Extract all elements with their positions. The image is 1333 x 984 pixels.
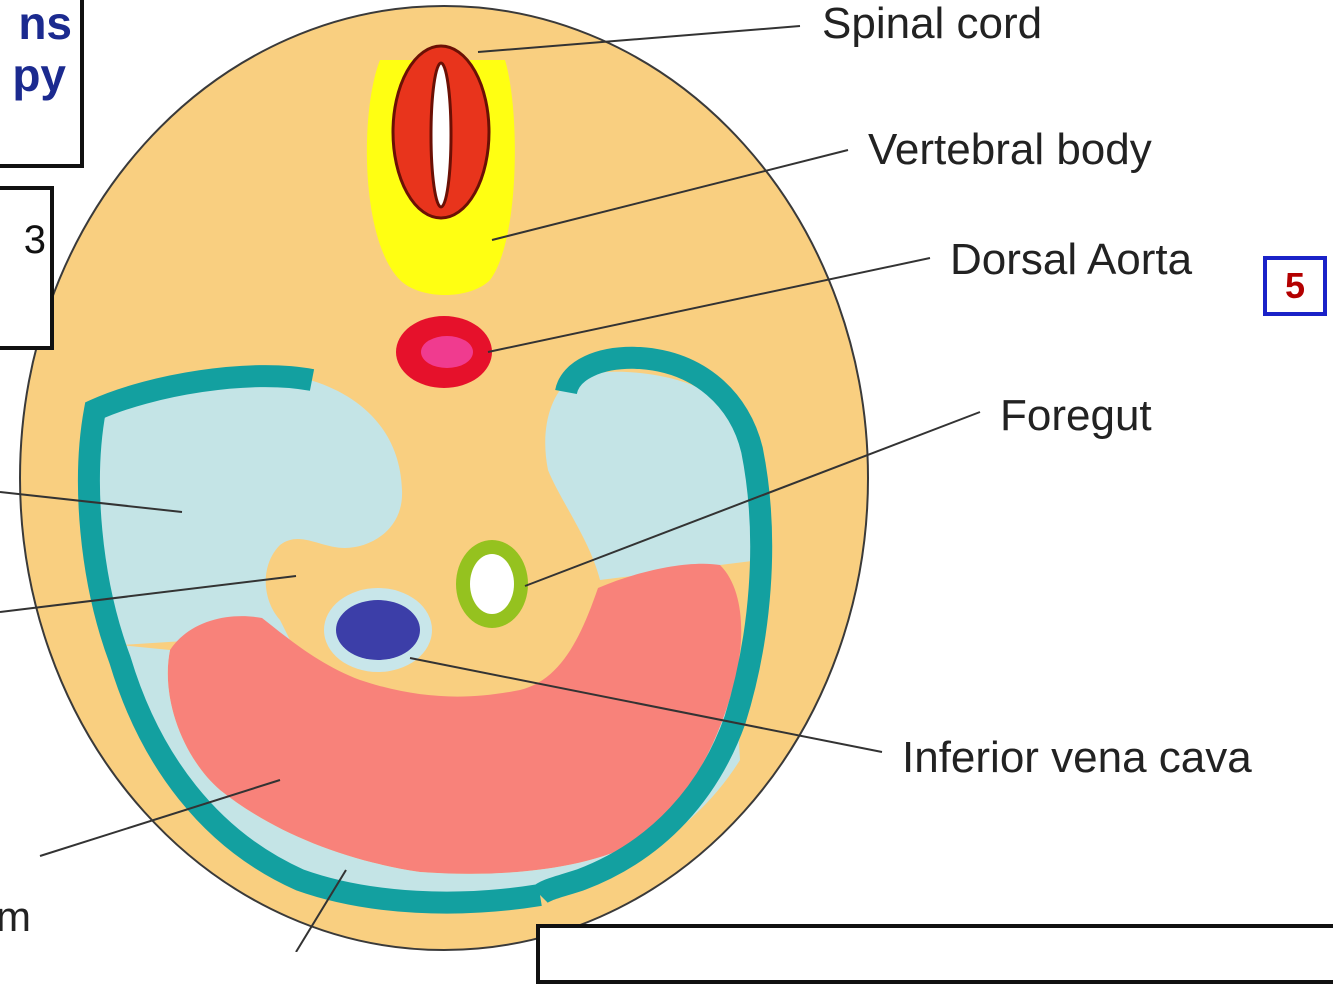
foregut-label: Foregut [1000, 394, 1152, 438]
vertebral-body-label: Vertebral body [868, 128, 1152, 172]
title-line-1: ns [18, 0, 72, 51]
page-marker: 5 [1263, 256, 1327, 316]
note-box-text: 3 [24, 218, 46, 263]
dorsal-aorta-lumen [421, 336, 473, 368]
foregut-lumen [470, 554, 514, 614]
bottom-answer-box [536, 924, 1333, 984]
dorsal-aorta-label: Dorsal Aorta [950, 238, 1192, 282]
title-box: ns py [0, 0, 84, 168]
inferior-vena-cava-label: Inferior vena cava [902, 736, 1252, 780]
central-canal-shape [431, 63, 451, 207]
spinal-cord-label: Spinal cord [822, 2, 1042, 46]
note-box: 3 [0, 186, 54, 350]
title-line-2: py [12, 48, 66, 103]
ivc-shape [336, 600, 420, 660]
partial-bottom-left-label: m [0, 896, 31, 938]
